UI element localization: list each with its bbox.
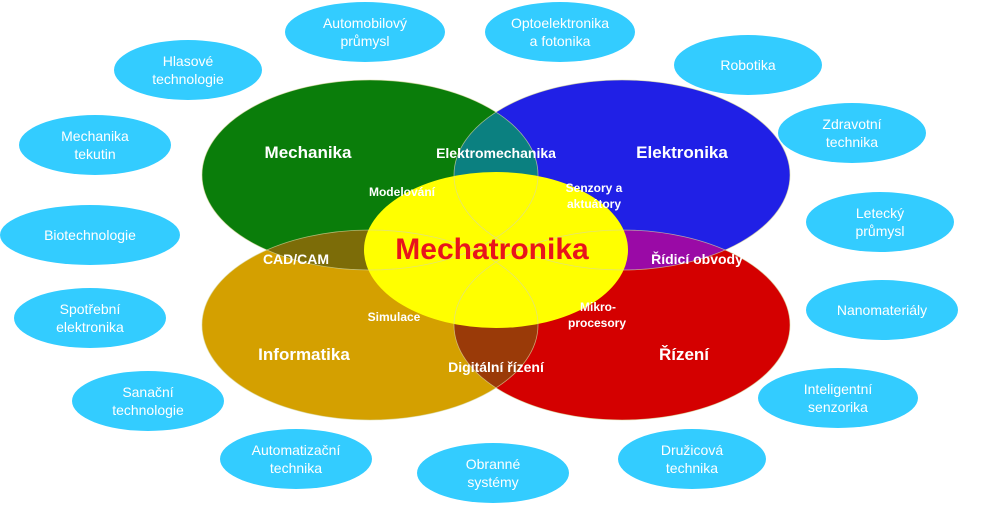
bubble-shape	[72, 371, 224, 431]
bubble-label: Mechanika	[61, 128, 129, 144]
label-informatika: Informatika	[258, 345, 350, 364]
application-bubble: Zdravotní technika	[778, 103, 926, 163]
bubble-shape	[19, 115, 171, 175]
label-digitalni-rizeni: Digitální řízení	[448, 359, 545, 375]
label-simulace: Simulace	[368, 310, 421, 324]
bubble-label: Letecký	[856, 205, 904, 221]
application-bubbles: Automobilový průmysl Optoelektronika a foto…	[0, 2, 958, 503]
bubble-label: technika	[666, 460, 718, 476]
bubble-label: průmysl	[855, 223, 904, 239]
application-bubble: Sanační technologie	[72, 371, 224, 431]
application-bubble: Spotřební elektronika	[14, 288, 166, 348]
bubble-label: průmysl	[340, 33, 389, 49]
center-ellipse	[364, 172, 628, 328]
application-bubble: Letecký průmysl	[806, 192, 954, 252]
bubble-shape	[485, 2, 635, 62]
bubble-shape	[220, 429, 372, 489]
bubble-label: technologie	[152, 71, 224, 87]
bubble-shape	[806, 192, 954, 252]
application-bubble: Biotechnologie	[0, 205, 180, 265]
application-bubble: Mechanika tekutin	[19, 115, 171, 175]
bubble-label: tekutin	[74, 146, 115, 162]
application-bubble: Inteligentní senzorika	[758, 368, 918, 428]
label-modelovani: Modelování	[369, 185, 436, 199]
bubble-label: Nanomateriály	[837, 302, 927, 318]
label-mikro-line1: Mikro-	[580, 300, 616, 314]
bubble-shape	[0, 205, 180, 265]
bubble-label: Inteligentní	[804, 381, 873, 397]
label-elektronika: Elektronika	[636, 143, 728, 162]
application-bubble: Optoelektronika a fotonika	[485, 2, 635, 62]
label-mikro-line2: procesory	[568, 316, 626, 330]
bubble-label: technika	[826, 134, 878, 150]
application-bubble: Obranné systémy	[417, 443, 569, 503]
label-elektromechanika: Elektromechanika	[436, 145, 556, 161]
bubble-label: systémy	[467, 474, 518, 490]
label-mechanika: Mechanika	[265, 143, 352, 162]
application-bubble: Robotika	[674, 35, 822, 95]
application-bubble: Automatizační technika	[220, 429, 372, 489]
bubble-label: Družicová	[661, 442, 723, 458]
bubble-label: Robotika	[720, 57, 775, 73]
bubble-shape	[758, 368, 918, 428]
bubble-label: technika	[270, 460, 322, 476]
center-title: Mechatronika	[395, 233, 589, 266]
application-bubble: Nanomateriály	[806, 280, 958, 340]
bubble-label: Spotřební	[60, 301, 121, 317]
label-senzory-line2: aktuátory	[567, 197, 621, 211]
bubble-shape	[778, 103, 926, 163]
label-cad-cam: CAD/CAM	[263, 251, 329, 267]
bubble-shape	[806, 280, 958, 340]
application-bubble: Automobilový průmysl	[285, 2, 445, 62]
bubble-label: Obranné	[466, 456, 521, 472]
bubble-label: Hlasové	[163, 53, 214, 69]
label-senzory-line1: Senzory a	[566, 181, 623, 195]
bubble-label: senzorika	[808, 399, 868, 415]
bubble-label: Sanační	[122, 384, 173, 400]
application-bubble: Hlasové technologie	[114, 40, 262, 100]
bubble-label: Biotechnologie	[44, 227, 136, 243]
bubble-label: Automatizační	[252, 442, 341, 458]
bubble-label: a fotonika	[530, 33, 591, 49]
bubble-shape	[285, 2, 445, 62]
application-bubble: Družicová technika	[618, 429, 766, 489]
bubble-shape	[114, 40, 262, 100]
label-rizeni: Řízení	[659, 345, 710, 364]
label-ridici-obvody: Řídicí obvody	[651, 250, 743, 267]
bubble-shape	[618, 429, 766, 489]
bubble-label: technologie	[112, 402, 184, 418]
bubble-shape	[674, 35, 822, 95]
ellipse-outlines	[201, 79, 791, 421]
bubble-shape	[14, 288, 166, 348]
bubble-label: Automobilový	[323, 15, 407, 31]
bubble-label: elektronika	[56, 319, 124, 335]
bubble-shape	[417, 443, 569, 503]
bubble-label: Optoelektronika	[511, 15, 609, 31]
bubble-label: Zdravotní	[822, 116, 881, 132]
